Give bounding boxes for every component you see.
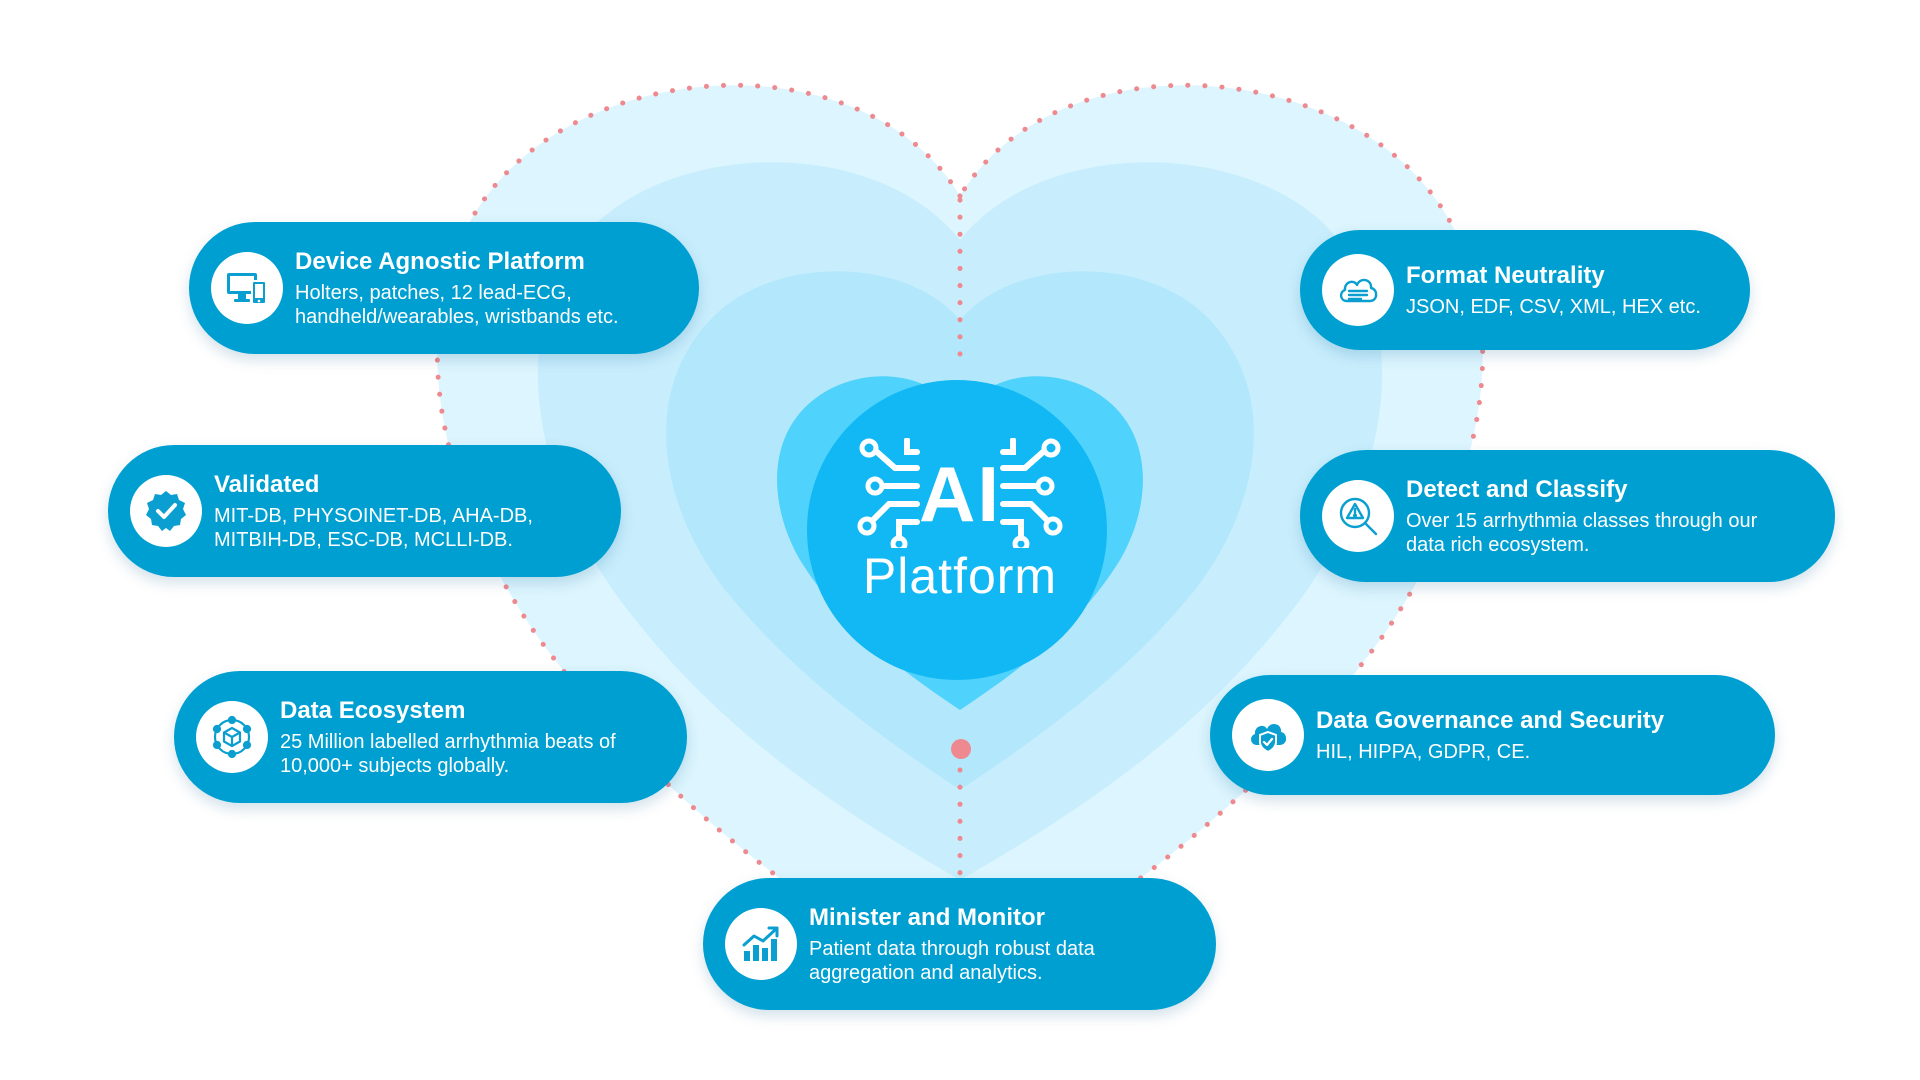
card-title: Device Agnostic Platform xyxy=(295,248,585,275)
card-device-agnostic-platform: Device Agnostic Platform Holters, patche… xyxy=(189,222,699,354)
card-validated: Validated MIT-DB, PHYSOINET-DB, AHA-DB, … xyxy=(108,445,621,577)
card-data-governance-and-security: Data Governance and Security HIL, HIPPA,… xyxy=(1210,675,1775,795)
card-description: JSON, EDF, CSV, XML, HEX etc. xyxy=(1406,296,1701,318)
card-title: Data Governance and Security xyxy=(1316,707,1665,734)
card-detect-and-classify: Detect and Classify Over 15 arrhythmia c… xyxy=(1300,450,1835,582)
card-title: Minister and Monitor xyxy=(809,904,1045,931)
center-dot xyxy=(951,739,971,759)
card-title: Detect and Classify xyxy=(1406,476,1628,503)
circuit-lines-icon xyxy=(857,438,1063,548)
devices-icon xyxy=(227,273,267,305)
icon-circle xyxy=(196,701,268,773)
icon-circle xyxy=(725,908,797,980)
card-format-neutrality: Format Neutrality JSON, EDF, CSV, XML, H… xyxy=(1300,230,1750,350)
card-description: 25 Million labelled arrhythmia beats of … xyxy=(280,731,616,777)
card-description: Patient data through robust data aggrega… xyxy=(809,938,1095,984)
icon-circle xyxy=(211,252,283,324)
analytics-chart-icon xyxy=(742,926,779,961)
network-cube-icon xyxy=(212,715,252,759)
card-description: Over 15 arrhythmia classes through our d… xyxy=(1406,510,1758,556)
icon-circle xyxy=(1322,254,1394,326)
icon-circle xyxy=(130,475,202,547)
card-title: Validated xyxy=(214,471,320,498)
card-title: Format Neutrality xyxy=(1406,262,1605,289)
card-description: HIL, HIPPA, GDPR, CE. xyxy=(1316,741,1531,763)
search-warning-icon xyxy=(1339,497,1378,536)
ai-text: AI xyxy=(919,450,1001,538)
card-data-ecosystem: Data Ecosystem 25 Million labelled arrhy… xyxy=(174,671,687,803)
platform-text: Platform xyxy=(862,548,1058,604)
icon-circle xyxy=(1232,699,1304,771)
card-description: MIT-DB, PHYSOINET-DB, AHA-DB, MITBIH-DB,… xyxy=(214,505,533,551)
card-description: Holters, patches, 12 lead-ECG, handheld/… xyxy=(295,282,619,328)
cloud-file-icon xyxy=(1339,278,1378,303)
card-minister-and-monitor: Minister and Monitor Patient data throug… xyxy=(703,878,1216,1010)
outer-heart-dotted-outline xyxy=(434,82,1486,1003)
card-title: Data Ecosystem xyxy=(280,697,466,724)
icon-circle xyxy=(1322,480,1394,552)
ai-platform-label: AI Platform xyxy=(800,438,1120,604)
verified-badge-icon xyxy=(146,491,186,531)
cloud-shield-icon xyxy=(1251,723,1287,754)
